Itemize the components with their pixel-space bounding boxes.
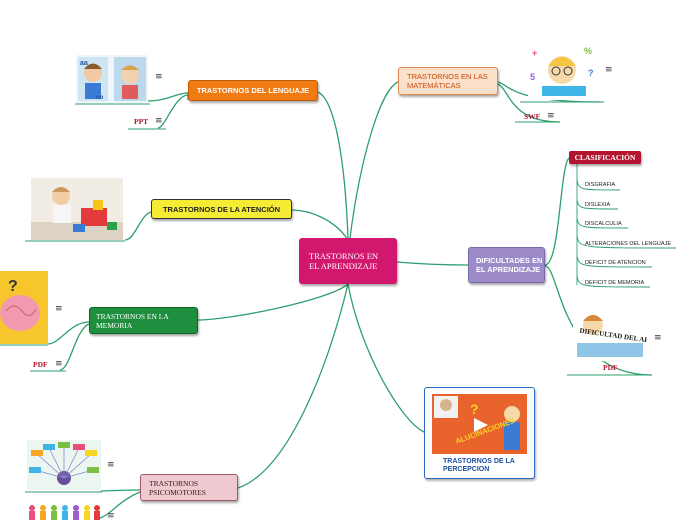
subtopic-discalculia[interactable]: DISCALCULIA [585, 221, 622, 227]
note-icon[interactable]: ≡ [654, 333, 662, 343]
play-icon [474, 418, 488, 432]
svg-text:?: ? [588, 68, 594, 78]
svg-text:?: ? [470, 401, 479, 417]
topic-label: DIFICULTADES EN EL APRENDIZAJE [476, 256, 543, 274]
central-topic-label: TRASTORNOS EN EL APRENDIZAJE [309, 251, 379, 271]
attachment-ppt[interactable]: PPT [134, 117, 149, 126]
note-icon[interactable]: ≡ [107, 460, 115, 470]
topic-trastornos-atencion[interactable]: TRASTORNOS DE LA ATENCIÓN [151, 199, 292, 219]
note-icon[interactable]: ≡ [55, 304, 63, 314]
note-icon[interactable]: ≡ [605, 65, 613, 75]
subtopic-dislexia[interactable]: DISLEXIA [585, 202, 611, 208]
image-children-speech[interactable]: aa oo [76, 55, 148, 103]
svg-text:?: ? [8, 278, 18, 295]
note-icon[interactable]: ≡ [547, 111, 555, 121]
topic-trastornos-memoria[interactable]: TRASTORNOS EN LA MEMORIA [89, 307, 198, 334]
image-math-girl[interactable]: + % ? 5 [528, 42, 600, 100]
attachment-pdf[interactable]: PDF [33, 360, 48, 369]
image-child-playing[interactable] [31, 178, 123, 240]
image-brain-question[interactable]: ? [0, 271, 48, 344]
topic-trastornos-matematicas[interactable]: TRASTORNOS EN LAS MATEMÁTICAS [398, 67, 498, 95]
topic-label: TRASTORNOS DE LA PERCEPCION [443, 458, 515, 473]
topic-label: TRASTORNOS EN LA MEMORIA [96, 311, 169, 330]
subtopic-alteraciones-lenguaje[interactable]: ALTERACIONES DEL LENGUAJE [585, 241, 672, 247]
image-children-figures[interactable] [27, 503, 101, 520]
topic-trastornos-psicomotores[interactable]: TRASTORNOS PSICOMOTORES [140, 474, 238, 501]
subtopic-disgrafia[interactable]: DISGRAFIA [585, 182, 616, 188]
topic-label: TRASTORNOS DE LA ATENCIÓN [162, 204, 281, 214]
image-dificultad-aprendizaje[interactable]: DIFICULTAD DEL APRENDIZAJE [573, 307, 647, 361]
svg-text:aa: aa [80, 60, 88, 67]
svg-text:+: + [532, 48, 537, 58]
subtopic-deficit-atencion[interactable]: DEFICIT DE ATENCION [585, 260, 646, 266]
topic-trastornos-lenguaje[interactable]: TRASTORNOS DEL LENGUAJE [188, 80, 318, 101]
video-thumbnail-alucinaciones[interactable]: ALUCINACIONES ? [432, 394, 527, 454]
topic-label: TRASTORNOS EN LAS MATEMÁTICAS [407, 72, 488, 90]
svg-text:oo: oo [96, 95, 104, 101]
note-icon[interactable]: ≡ [155, 116, 163, 126]
topic-label: CLASIFICACIÓN [574, 153, 636, 162]
attachment-swf[interactable]: SWF [524, 112, 541, 121]
central-topic[interactable]: TRASTORNOS EN EL APRENDIZAJE [299, 238, 397, 284]
topic-label: TRASTORNOS DEL LENGUAJE [196, 86, 310, 95]
attachment-pdf[interactable]: PDF [603, 363, 618, 372]
topic-label: TRASTORNOS PSICOMOTORES [149, 478, 206, 497]
topic-trastornos-percepcion[interactable]: ALUCINACIONES ? TRASTORNOS DE LA PERCEPC… [424, 387, 535, 479]
topic-clasificacion[interactable]: CLASIFICACIÓN [569, 151, 641, 164]
note-icon[interactable]: ≡ [55, 359, 63, 369]
topic-dificultades-aprendizaje[interactable]: DIFICULTADES EN EL APRENDIZAJE [468, 247, 545, 283]
svg-text:%: % [584, 46, 592, 56]
subtopic-deficit-memoria[interactable]: DEFICIT DE MEMORIA [585, 280, 645, 286]
image-concept-diagram[interactable] [27, 440, 101, 490]
note-icon[interactable]: ≡ [155, 72, 163, 82]
note-icon[interactable]: ≡ [107, 511, 115, 521]
svg-text:5: 5 [530, 72, 535, 82]
